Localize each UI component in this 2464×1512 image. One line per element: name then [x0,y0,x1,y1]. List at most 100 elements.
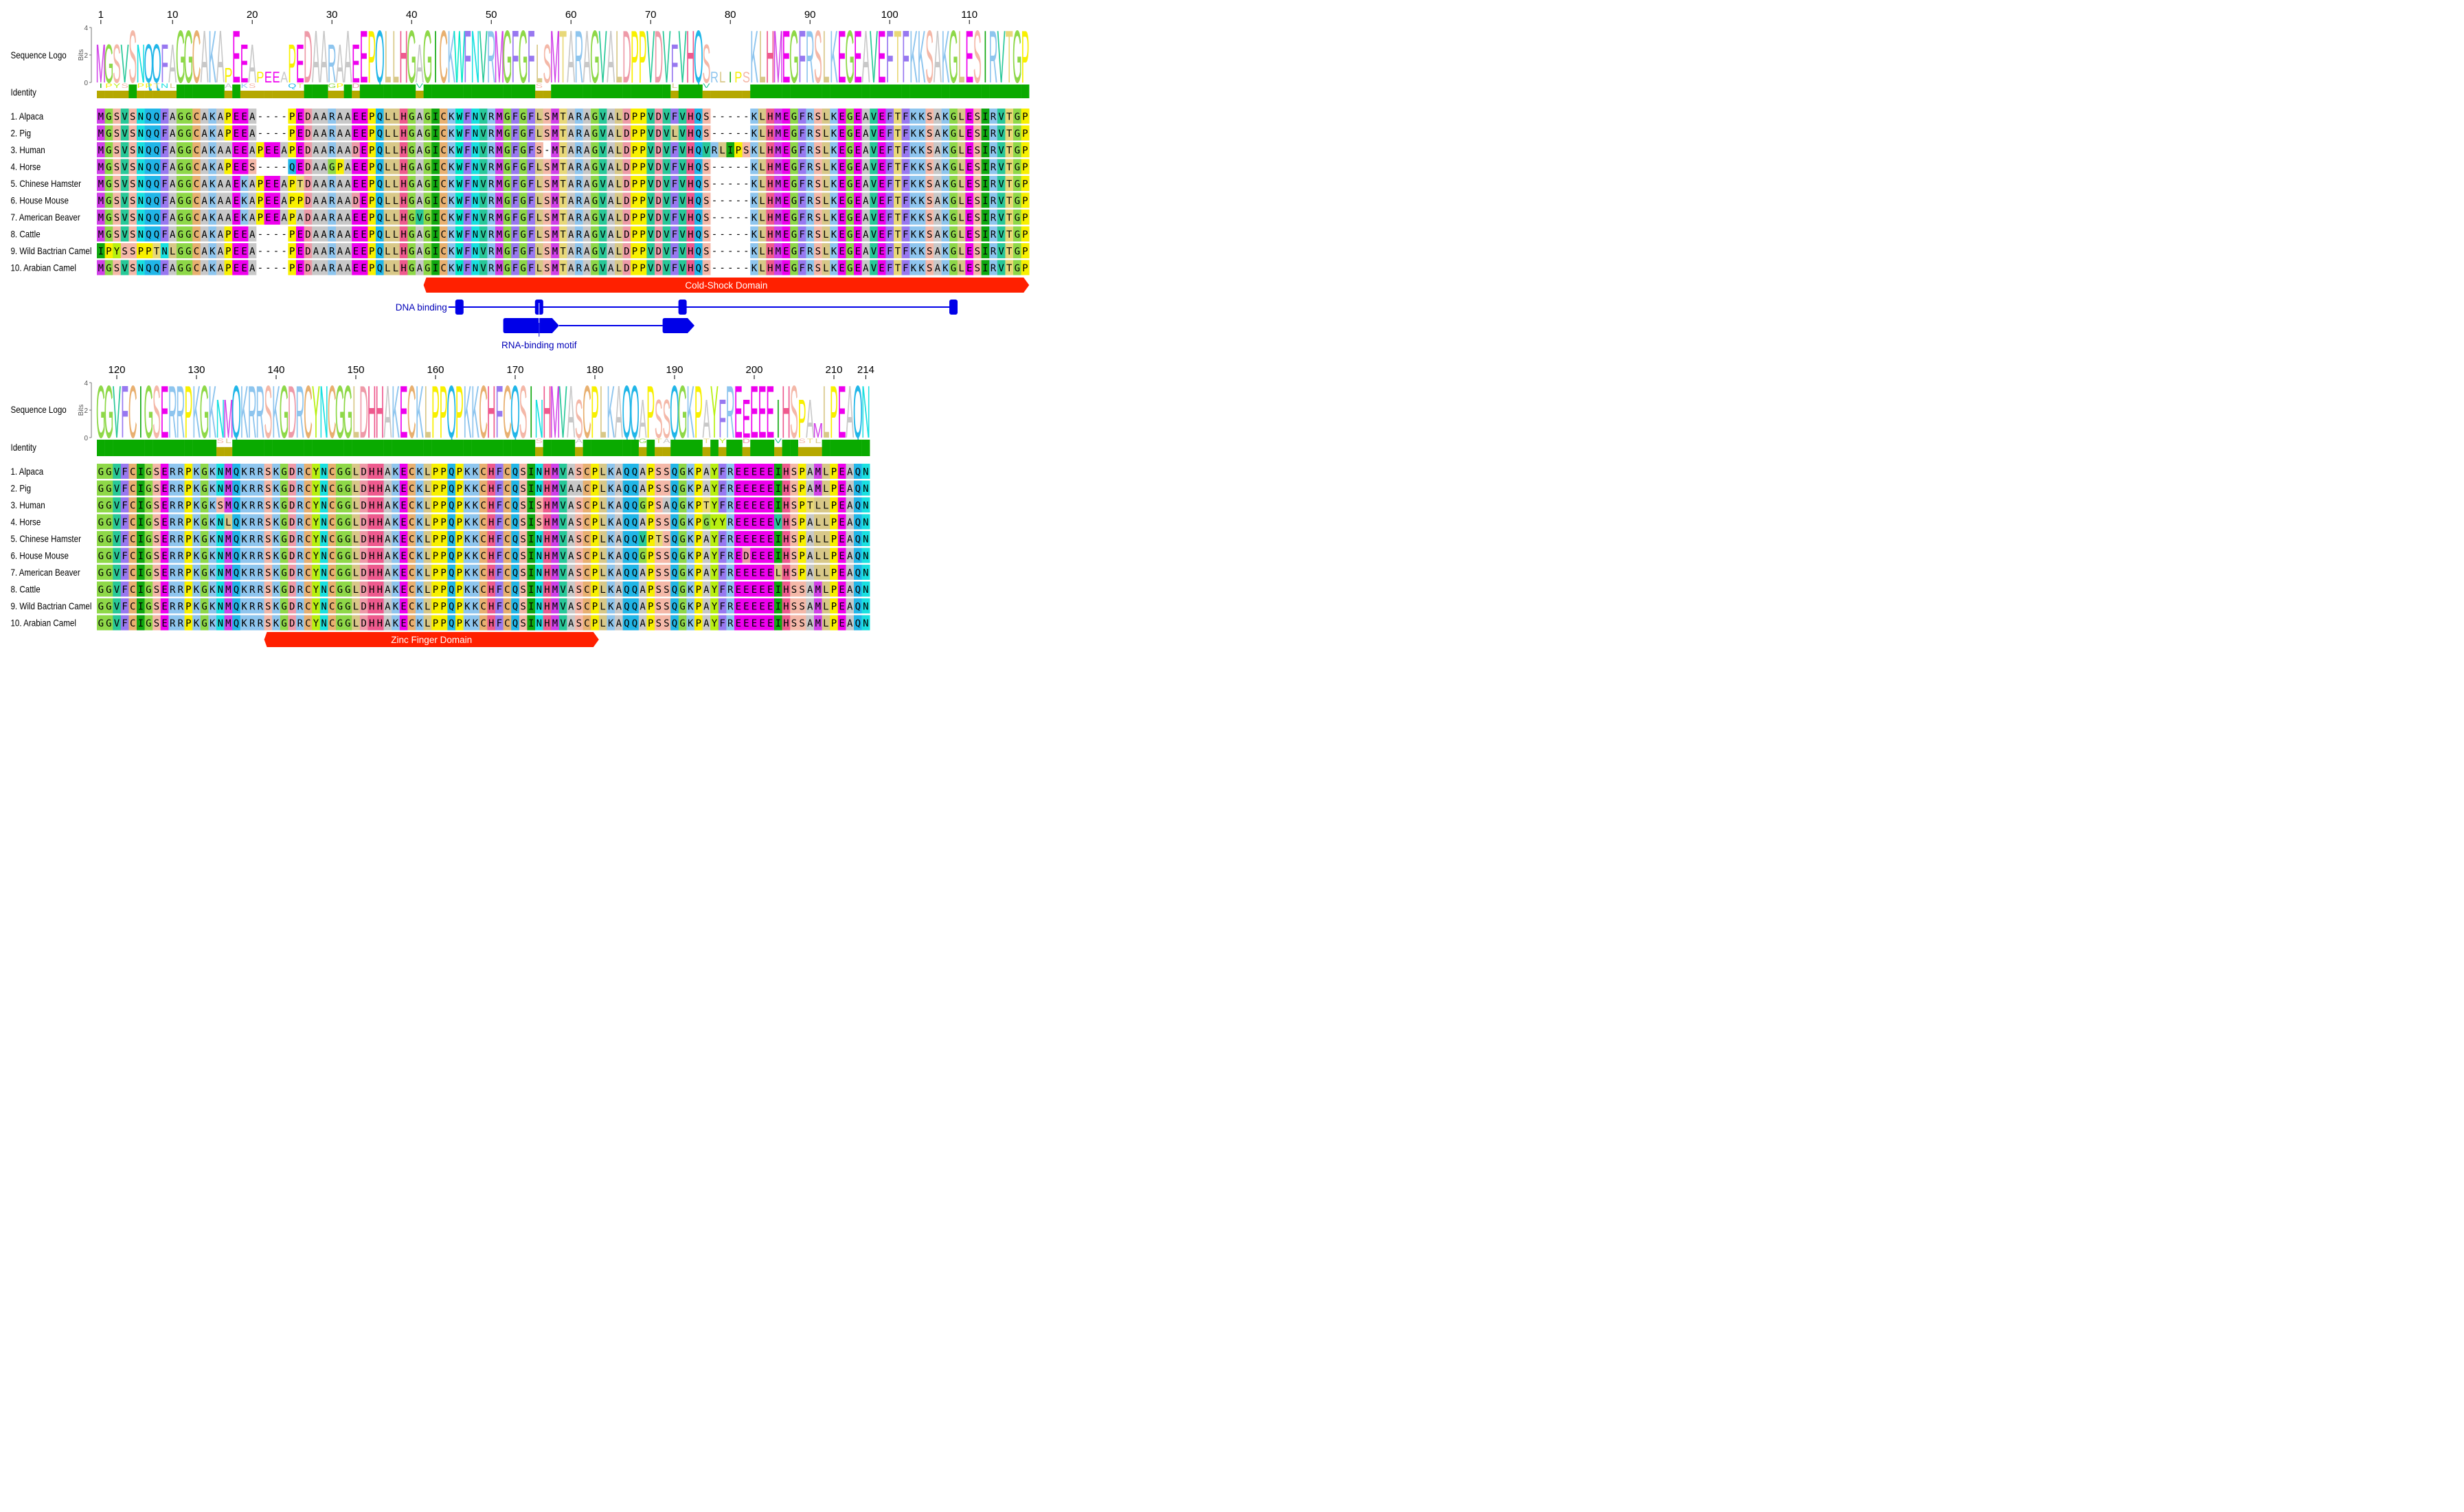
residue-letter: G [281,501,286,512]
residue-letter: G [201,551,207,562]
residue-letter: V [122,179,128,190]
residue-cell [519,142,528,157]
residue-letter: S [791,551,797,562]
residue-letter: A [225,179,231,190]
residue-cell [399,109,408,124]
residue-cell [184,142,193,157]
identity-cell [104,440,113,456]
residue-letter: E [855,112,861,123]
residue-cell [814,192,822,208]
residue-letter: S [130,229,135,240]
residue-letter: V [664,229,670,240]
gap-residue: - [727,212,733,223]
logo-letter: A [201,16,209,99]
residue-letter: K [918,128,925,139]
residue-cell [885,125,894,141]
residue-letter: W [457,146,463,157]
gap-residue: - [712,162,717,173]
residue-cell [638,260,647,275]
residue-letter: R [727,618,734,629]
residue-letter: Y [712,602,718,613]
residue-letter: P [831,467,837,478]
residue-cell [543,159,552,174]
identity-cell [591,440,599,456]
residue-letter: F [672,146,677,157]
residue-cell [160,109,169,124]
residue-letter: V [871,229,877,240]
residue-cell [758,176,767,191]
residue-letter: R [991,162,997,173]
residue-letter: E [736,551,741,562]
residue-letter: A [218,213,224,224]
residue-letter: V [664,179,670,190]
residue-cell [503,109,512,124]
logo-letter: S [128,16,137,99]
residue-letter: Q [146,146,151,157]
logo-letter: A [312,16,320,99]
residue-cell [894,176,902,191]
residue-letter: G [178,128,183,139]
residue-cell [479,226,488,242]
residue-letter: G [345,585,350,596]
residue-letter: F [887,112,892,123]
residue-letter: H [377,551,383,562]
residue-cell [1013,176,1021,191]
residue-cell [598,243,607,258]
residue-letter: G [106,618,111,629]
residue-letter: G [679,467,685,478]
residue-cell [160,142,169,157]
residue-letter: N [138,112,144,123]
logo-letter: S [152,372,161,454]
identity-cell [798,84,806,98]
residue-letter: G [791,112,797,123]
residue-cell [511,260,520,275]
residue-letter: H [369,618,374,629]
residue-letter: H [767,229,773,240]
ruler-label: 10 [167,9,179,21]
residue-letter: L [170,247,175,258]
residue-letter: I [433,112,438,123]
residue-letter: C [130,534,135,545]
residue-cell [575,226,583,242]
residue-letter: S [576,534,582,545]
residue-letter: A [321,263,327,274]
residue-letter: R [297,501,304,512]
logo-letter: A [846,372,854,454]
residue-cell [766,260,775,275]
residue-letter: Y [712,551,718,562]
residue-letter: G [178,179,183,190]
residue-letter: A [249,112,256,123]
residue-cell [248,176,257,191]
residue-letter: P [640,229,645,240]
residue-letter: E [273,196,279,207]
residue-cell [208,260,217,275]
residue-letter: D [624,179,629,190]
residue-cell [232,243,241,258]
residue-letter: F [161,196,167,207]
residue-cell [806,142,815,157]
residue-letter: P [632,146,637,157]
residue-letter: Q [377,263,383,274]
logo-letter: A [576,438,583,444]
residue-letter: H [544,551,550,562]
residue-letter: S [544,263,550,274]
residue-letter: L [823,263,828,274]
residue-letter: S [815,229,821,240]
residue-cell [1005,159,1014,174]
residue-letter: A [608,128,614,139]
residue-letter: V [480,196,486,207]
residue-letter: T [895,146,901,157]
residue-cell [837,192,846,208]
residue-letter: I [776,602,781,613]
residue-cell [686,260,695,275]
residue-cell [830,109,839,124]
residue-letter: S [799,602,804,613]
residue-cell [655,260,663,275]
residue-letter: G [847,196,852,207]
identity-cell [638,84,647,98]
residue-cell [917,243,926,258]
residue-letter: R [258,551,264,562]
logo-letter: P [639,16,647,99]
gap-residue: - [727,246,733,257]
